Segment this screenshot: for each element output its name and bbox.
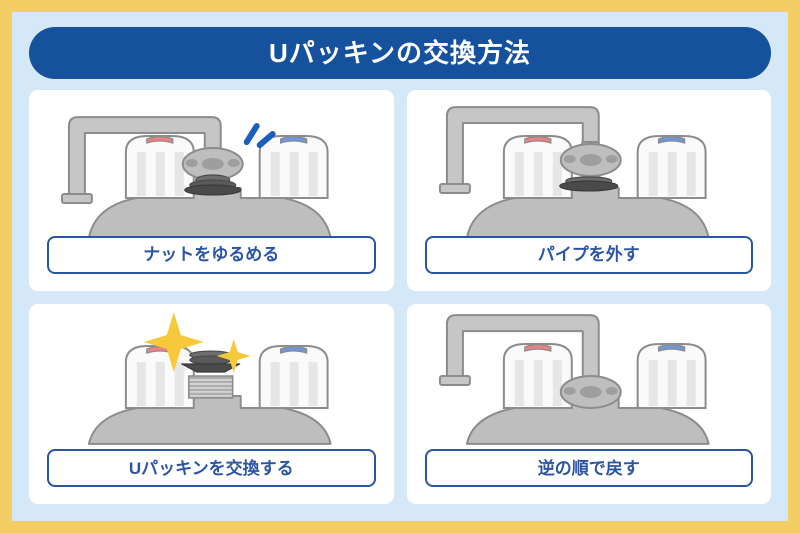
step-card-2[interactable]: パイプを外す (406, 90, 772, 291)
sparkle-icon (143, 311, 204, 372)
step-card-3[interactable]: Uパッキンを交換する (29, 303, 394, 504)
faucet-base (87, 186, 332, 238)
page-title: Uパッキンの交換方法 (269, 38, 531, 68)
handle-hot (502, 135, 573, 199)
illustration-nut-loosen (29, 90, 394, 238)
step-caption-1: ナットをゆるめる (47, 235, 376, 274)
handle-hot (124, 344, 195, 409)
illustration-u-packing-replace (29, 304, 394, 452)
outer-frame: Uパッキンの交換方法 (12, 12, 788, 521)
u-packing-icon (184, 174, 242, 196)
step-caption-3: Uパッキンを交換する (47, 449, 376, 487)
handle-hot (502, 342, 573, 409)
title-banner: Uパッキンの交換方法 (29, 27, 771, 79)
step-card-4[interactable]: 逆の順で戻す (406, 303, 772, 504)
handle-hot (124, 135, 195, 199)
motion-lines-icon (243, 123, 276, 149)
steps-grid: ナットをゆるめる (29, 90, 771, 504)
step-card-1[interactable]: ナットをゆるめる (29, 90, 394, 291)
step-caption-text-3: Uパッキンを交換する (128, 458, 294, 478)
step-caption-4: 逆の順で戻す (424, 449, 753, 487)
faucet-base (465, 186, 710, 238)
nut-icon (559, 143, 622, 177)
threaded-socket (188, 374, 234, 399)
handle-cold (636, 135, 707, 199)
handle-cold (258, 344, 329, 409)
step-caption-text-1: ナットをゆるめる (143, 245, 280, 264)
nut-icon (559, 374, 622, 409)
sparkle-small-icon (216, 338, 251, 373)
u-packing-icon (558, 176, 618, 192)
step-caption-text-4: 逆の順で戻す (537, 458, 640, 478)
handle-cold (258, 135, 329, 199)
illustration-pipe-removed (407, 90, 772, 238)
nut-icon (181, 147, 244, 181)
illustration-reassembled (407, 304, 772, 452)
step-caption-text-2: パイプを外す (537, 245, 640, 264)
step-caption-2: パイプを外す (424, 235, 753, 274)
handle-cold (636, 342, 707, 409)
